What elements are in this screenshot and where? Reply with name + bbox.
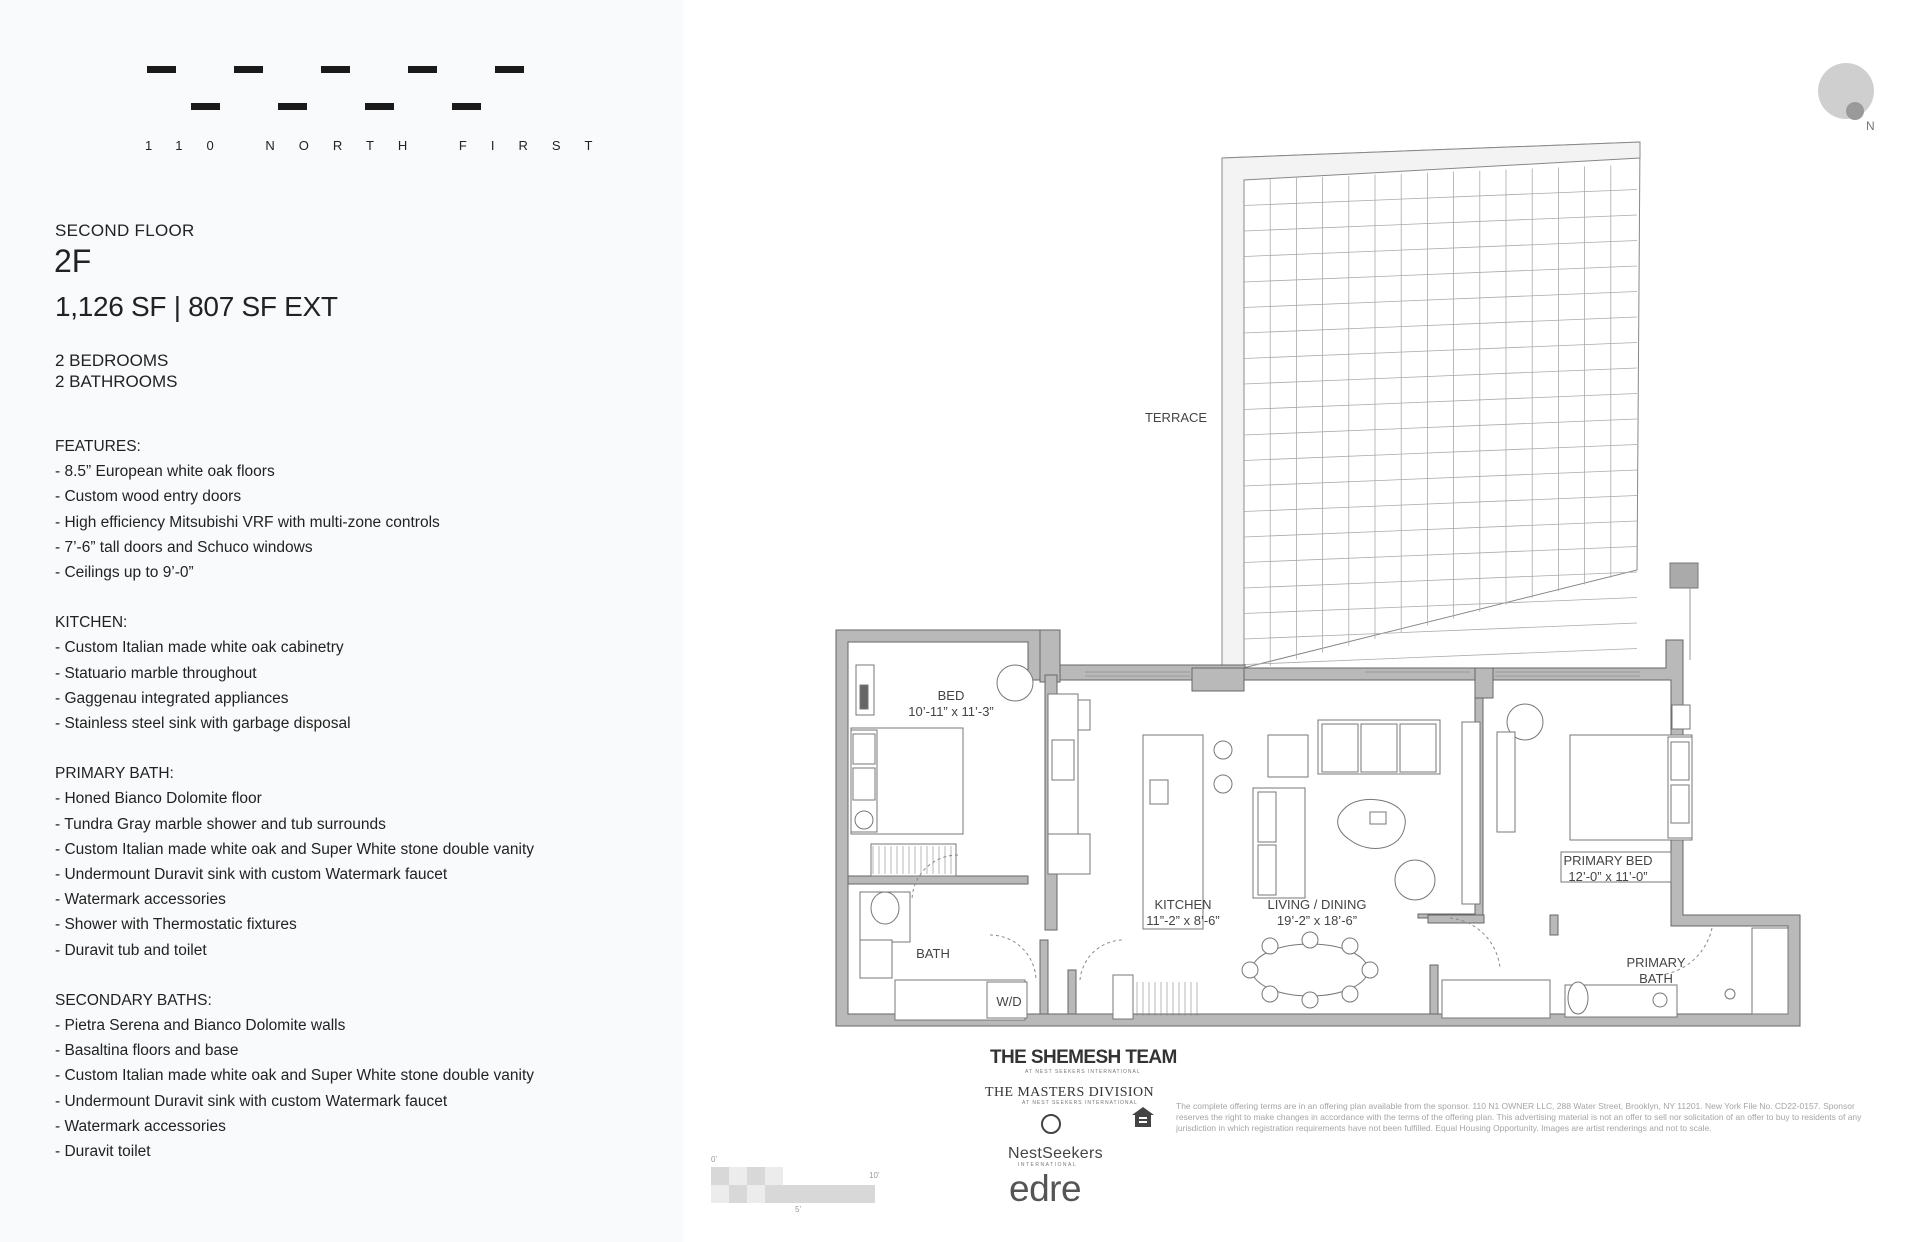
terrace-grid-line [1243, 342, 1638, 359]
terrace-grid-line [1243, 418, 1638, 436]
masters-division-logo: THE MASTERS DIVISION [985, 1085, 1154, 1100]
unit-area: 1,126 SF | 807 SF EXT [55, 291, 338, 322]
floor-label: SECOND FLOOR [55, 221, 195, 240]
primary-bath-label-2: BATH [1639, 971, 1673, 986]
wd-label: W/D [996, 994, 1021, 1009]
section-title: FEATURES: [55, 438, 141, 455]
terrace-grid-line [1243, 444, 1638, 461]
list-item: - Undermount Duravit sink with custom Wa… [55, 1092, 448, 1110]
info-panel: 110 NORTH FIRST SECOND FLOOR 2F 1,126 SF… [0, 0, 683, 1242]
compass-north-label: N [1866, 119, 1875, 133]
terrace-grid-line [1243, 571, 1638, 589]
windows [1085, 588, 1691, 677]
floor-plan: TERRACE BED 10’-11” x 11’-3” KITCHEN 11”… [835, 141, 1801, 1027]
list-item: - Gaggenau integrated appliances [55, 689, 289, 707]
bathroom-fixtures [859, 891, 1789, 1021]
compass-dot [1846, 102, 1864, 120]
terrace-grid-line [1243, 367, 1638, 385]
section-title: KITCHEN: [55, 614, 128, 632]
terrace-grid-line [1243, 189, 1638, 206]
kitchen-dims: 11”-2” x 8’-6” [1146, 913, 1219, 928]
primary-bath-section: PRIMARY BATH: - Honed Bianco Dolomite fl… [55, 761, 534, 963]
kitchen-fixtures [1047, 693, 1233, 1020]
list-item: - High efficiency Mitsubishi VRF with mu… [55, 513, 440, 531]
secondary-baths-section: SECONDARY BATHS: - Pietra Serena and Bia… [55, 988, 534, 1164]
scale-label-zero: 0’ [711, 1155, 718, 1164]
list-item: - Stainless steel sink with garbage disp… [55, 715, 351, 733]
kitchen-section: KITCHEN: - Custom Italian made white oak… [55, 610, 534, 736]
nestseekers-sub: INTERNATIONAL [1018, 1162, 1078, 1168]
bedroom-furniture [850, 664, 1034, 877]
nestseekers-logo: NestSeekers [1008, 1145, 1103, 1162]
list-item: - Custom Italian made white oak and Supe… [55, 840, 535, 858]
list-item: - Custom Italian made white oak cabinetr… [55, 639, 344, 657]
list-item: - Ceilings up to 9’-0” [55, 564, 194, 582]
list-item: - 7’-6” tall doors and Schuco windows [55, 538, 313, 556]
masters-division-sub: AT NEST SEEKERS INTERNATIONAL [1022, 1100, 1138, 1106]
equal-housing-icon [1132, 1107, 1154, 1127]
list-item: - Watermark accessories [55, 891, 226, 909]
list-item: - Basaltina floors and base [55, 1042, 239, 1060]
list-item: - Undermount Duravit sink with custom Wa… [55, 866, 448, 884]
room-counts: 2 BEDROOMS 2 BATHROOMS [55, 350, 177, 392]
living-furniture [1241, 719, 1481, 1009]
brand-name: 110 NORTH FIRST [145, 138, 617, 153]
scale-label-five: 5’ [795, 1205, 802, 1214]
list-item: - Honed Bianco Dolomite floor [55, 790, 262, 808]
primary-bed-label: PRIMARY BED [1563, 853, 1652, 868]
terrace-grid-line [1243, 546, 1638, 563]
kitchen-label: KITCHEN [1154, 897, 1211, 912]
features-section: FEATURES: - 8.5” European white oak floo… [55, 434, 534, 585]
edre-logo: edre [1009, 1168, 1082, 1209]
section-title: PRIMARY BATH: [55, 765, 174, 783]
terrace-grid-line [1243, 469, 1638, 487]
bed-label: BED [938, 688, 965, 703]
terrace-label: TERRACE [1145, 410, 1207, 425]
primary-bed-dims: 12’-0” x 11’-0” [1568, 869, 1647, 884]
bathroom-count: 2 BATHROOMS [55, 372, 178, 391]
bedroom-count: 2 BEDROOMS [55, 351, 169, 370]
terrace-grid-line [1243, 597, 1638, 614]
list-item: - Duravit toilet [55, 1143, 151, 1161]
terrace-grid-line [1243, 240, 1638, 257]
scale-bar-graphic [711, 1167, 875, 1203]
features-list: FEATURES: - 8.5” European white oak floo… [55, 434, 534, 1164]
list-item: - Pietra Serena and Bianco Dolomite wall… [55, 1017, 346, 1035]
terrace-grid-line [1243, 622, 1638, 640]
section-title: SECONDARY BATHS: [55, 991, 212, 1009]
unit-name: 2F [54, 243, 92, 279]
terrace-grid-line [1243, 291, 1638, 308]
terrace-grid-line [1243, 265, 1638, 283]
terrace-area [1221, 141, 1699, 674]
scale-bar: 0’ 10’ 5’ [701, 1155, 891, 1214]
list-item: - 8.5” European white oak floors [55, 463, 275, 481]
list-item: - Custom wood entry doors [55, 488, 242, 506]
primary-bath-label: PRIMARY [1627, 955, 1686, 970]
terrace-grid-line [1243, 648, 1638, 665]
list-item: - Shower with Thermostatic fixtures [55, 916, 297, 934]
list-item: - Tundra Gray marble shower and tub surr… [55, 815, 386, 833]
list-item: - Watermark accessories [55, 1117, 226, 1135]
primary-bedroom-furniture [1496, 703, 1693, 883]
bath-label: BATH [916, 946, 950, 961]
brand-logo-mark [140, 60, 540, 120]
terrace-grid-line [1243, 316, 1638, 334]
list-item: - Statuario marble throughout [55, 664, 257, 682]
terrace-grid-line [1243, 214, 1638, 232]
shemesh-team-logo: THE SHEMESH TEAM [990, 1047, 1177, 1068]
terrace-column [1669, 562, 1699, 589]
shemesh-team-sub: AT NEST SEEKERS INTERNATIONAL [1025, 1069, 1141, 1075]
list-item: - Custom Italian made white oak and Supe… [55, 1067, 535, 1085]
door-swings [911, 854, 1713, 982]
nestseekers-icon [1041, 1114, 1061, 1134]
terrace-grid-line [1243, 393, 1638, 410]
scale-label-ten: 10’ [869, 1171, 880, 1180]
list-item: - Duravit tub and toilet [55, 941, 207, 959]
legal-disclaimer: The complete offering terms are in an of… [1176, 1101, 1862, 1133]
living-label: LIVING / DINING [1268, 897, 1367, 912]
bed-dims: 10’-11” x 11’-3” [908, 704, 994, 719]
living-dims: 19’-2” x 18’-6” [1277, 913, 1357, 928]
terrace-grid-line [1243, 520, 1638, 538]
terrace-grid-line [1243, 495, 1638, 512]
